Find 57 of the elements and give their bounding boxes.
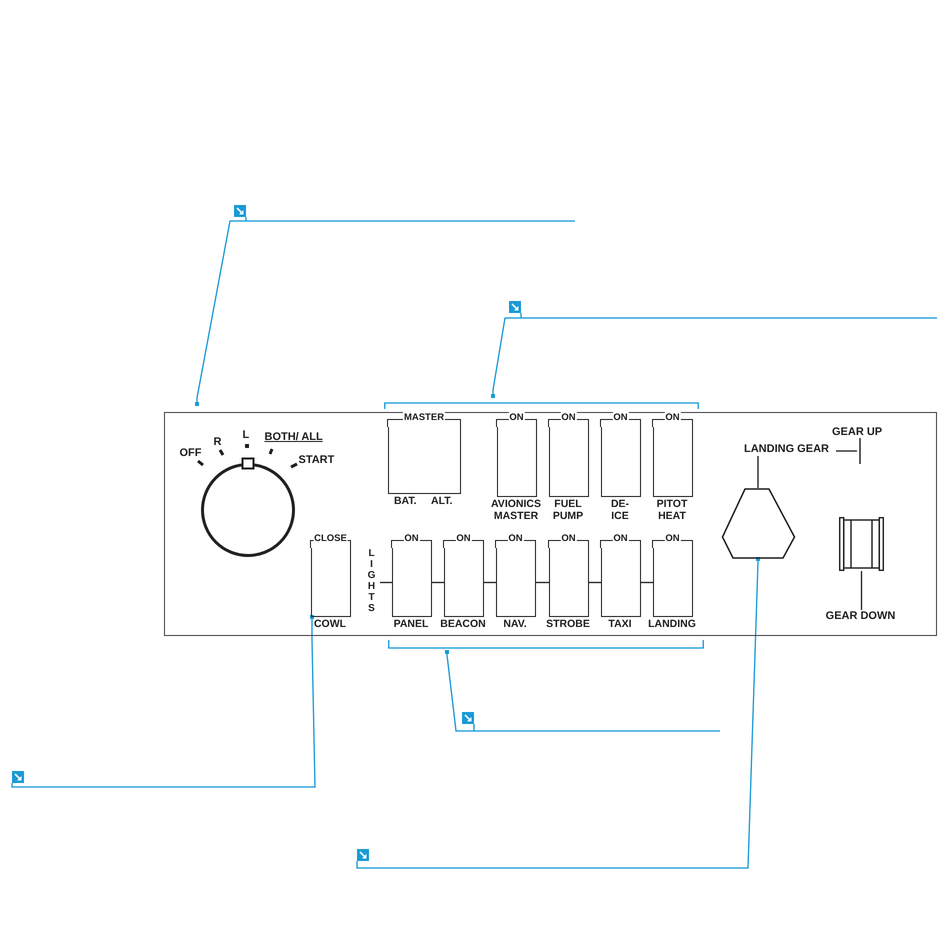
connector-line: [432, 582, 444, 584]
leader-line: [356, 557, 760, 869]
switch-label: COWL: [314, 618, 346, 630]
switch-label: LANDING: [648, 618, 696, 630]
control-label: GEAR DOWN: [824, 610, 896, 622]
switch-label: MASTER: [402, 412, 446, 424]
switch-label: DE-ICE: [610, 498, 630, 522]
connector-line: [757, 456, 759, 488]
landing-gear-handle: [720, 488, 796, 558]
switch-label: STROBE: [546, 618, 590, 630]
switch-label: PANEL: [394, 618, 428, 630]
switch-label: ON: [403, 532, 420, 544]
switch-label: AVIONICS MASTER: [491, 498, 541, 522]
position-label: GEAR UP: [832, 426, 882, 438]
position-label: R: [214, 436, 222, 448]
callout-icon: [462, 712, 474, 724]
switch-label: ON: [560, 412, 577, 424]
connector-line: [536, 582, 549, 584]
switch-label: CLOSE: [313, 532, 348, 544]
position-mark: [856, 438, 862, 464]
switch-label: BEACON: [440, 618, 486, 630]
switch-label: FUEL PUMP: [552, 498, 584, 522]
switch-label: ON: [664, 412, 681, 424]
connector-line: [484, 582, 496, 584]
switch-label: ON: [455, 532, 472, 544]
group-label: LIGHTS: [368, 548, 376, 614]
control-panel: [164, 412, 937, 636]
leader-line: [491, 312, 938, 398]
switch-label: ON: [508, 412, 525, 424]
switch-label: ON: [612, 412, 629, 424]
leader-line: [445, 650, 721, 732]
connector-line: [860, 571, 862, 610]
switch-label: ON: [560, 532, 577, 544]
switch-label: ON: [664, 532, 681, 544]
position-label: BOTH/ ALL: [264, 430, 323, 442]
callout-icon: [12, 771, 24, 783]
switch-label: ALT.: [431, 494, 452, 506]
connector-line: [641, 582, 653, 584]
switch-label: BAT.: [394, 494, 417, 506]
callout-icon: [509, 301, 521, 313]
switch-label: ON: [612, 532, 629, 544]
switch-label: ON: [507, 532, 524, 544]
control-label: LANDING GEAR: [743, 442, 830, 454]
switch-label: TAXI: [608, 618, 632, 630]
connector-line: [589, 582, 601, 584]
connector-line: [380, 582, 392, 584]
position-label: L: [242, 428, 250, 440]
leader-line: [195, 216, 576, 406]
switch-label: PITOT HEAT: [656, 498, 688, 522]
leader-line: [11, 615, 316, 788]
gear-knob-drawing: [838, 516, 884, 570]
callout-icon: [234, 205, 246, 217]
callout-icon: [357, 849, 369, 861]
switch-label: NAV.: [503, 618, 527, 630]
connector-line: [836, 450, 857, 452]
position-label: START: [298, 454, 334, 466]
position-label: OFF: [180, 446, 202, 458]
